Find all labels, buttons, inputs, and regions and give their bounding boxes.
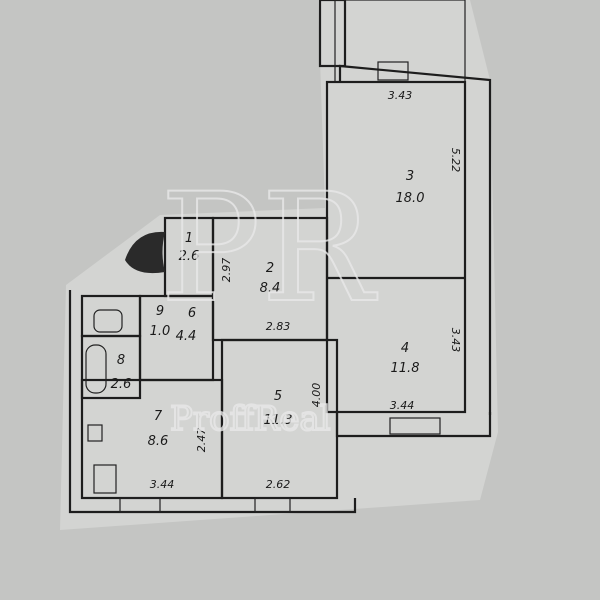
svg-text:3.43: 3.43	[449, 328, 462, 353]
svg-text:2.97: 2.97	[220, 258, 233, 283]
stain	[125, 231, 165, 274]
svg-text:1.0: 1.0	[150, 324, 171, 339]
svg-text:5.22: 5.22	[449, 148, 462, 173]
svg-text:4: 4	[401, 341, 409, 356]
svg-text:4.4: 4.4	[176, 329, 197, 344]
room-6: 6 4.4	[176, 306, 197, 344]
watermark-text: ProffReal	[170, 399, 331, 439]
svg-text:3.44: 3.44	[390, 399, 415, 412]
svg-text:8: 8	[117, 353, 125, 368]
room-8: 8 2.6	[111, 353, 132, 392]
svg-text:1: 1	[185, 231, 193, 246]
svg-text:2: 2	[266, 261, 274, 276]
room-3: 3 18.0	[396, 169, 425, 206]
svg-text:2.62: 2.62	[266, 478, 291, 491]
svg-text:5: 5	[274, 389, 282, 404]
paper-sheet	[60, 0, 498, 530]
room-7: 7 8.6	[148, 409, 169, 449]
svg-text:11.3: 11.3	[264, 413, 293, 428]
room-5: 5 11.3	[264, 389, 293, 428]
dimensions: 3.43 5.22 3.43 3.44 2.97 2.83 4.00 2.6 2 …	[150, 89, 462, 491]
svg-text:6: 6	[188, 306, 196, 321]
svg-text:2.47: 2.47	[195, 428, 208, 453]
svg-text:2.6: 2.6	[111, 377, 132, 392]
walls	[68, 64, 492, 514]
svg-text:3.44: 3.44	[150, 478, 175, 491]
svg-text:11.8: 11.8	[391, 361, 420, 376]
room-9: 9 1.0	[150, 304, 171, 339]
svg-text:8.4: 8.4	[260, 281, 281, 296]
room-1: 1 2.6	[179, 231, 200, 264]
svg-text:4.00: 4.00	[310, 383, 323, 408]
svg-text:18.0: 18.0	[396, 191, 425, 206]
svg-text:9: 9	[156, 304, 164, 319]
svg-text:8.6: 8.6	[148, 434, 169, 449]
svg-text:3.43: 3.43	[388, 89, 413, 102]
svg-text:3: 3	[406, 169, 414, 184]
watermark-monogram: PR	[160, 162, 378, 336]
room-4: 4 11.8	[391, 341, 420, 376]
svg-text:7: 7	[154, 409, 163, 424]
room-2: 2 8.4	[260, 261, 281, 296]
watermark: PR ProffReal	[159, 161, 379, 440]
svg-text:2.6: 2.6	[179, 249, 200, 264]
svg-text:2.83: 2.83	[266, 320, 291, 333]
